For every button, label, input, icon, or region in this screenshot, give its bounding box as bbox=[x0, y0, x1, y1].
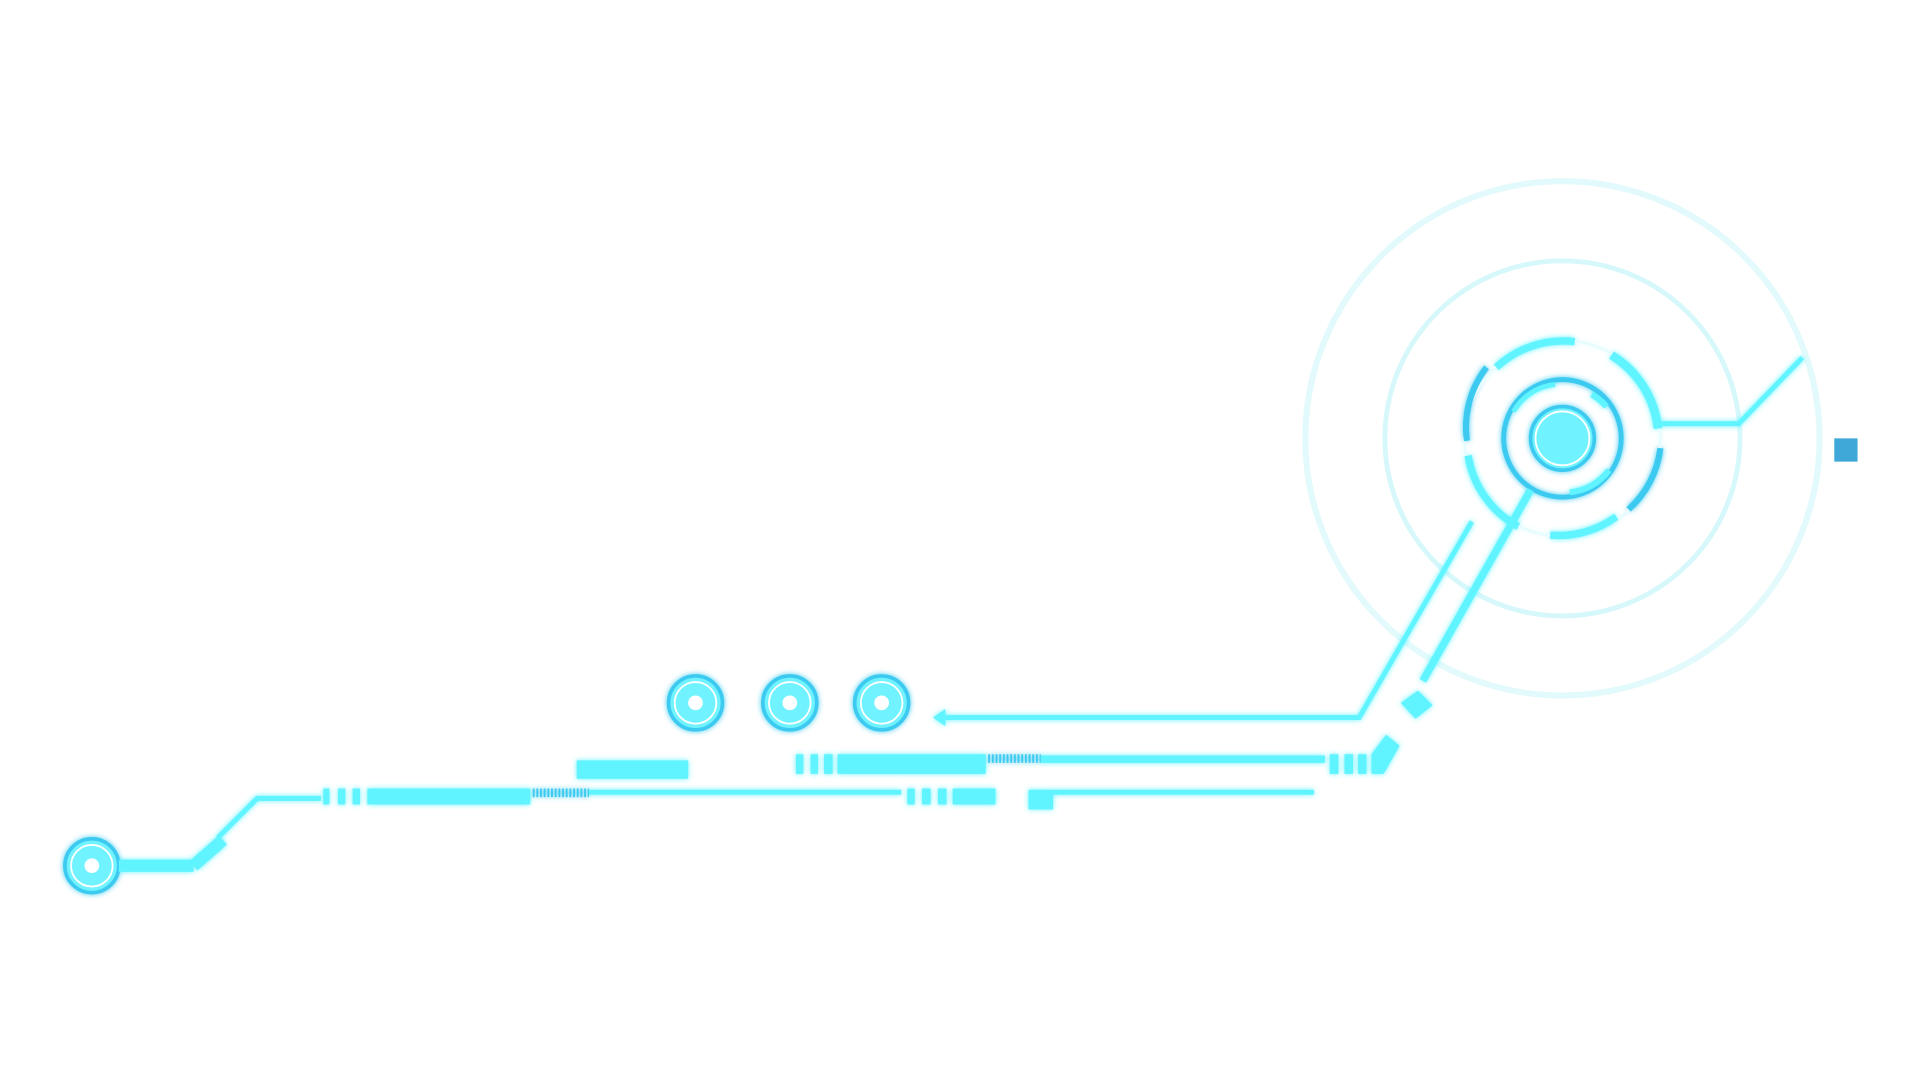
start-node-circle bbox=[63, 836, 121, 895]
diamond-marker bbox=[1400, 690, 1433, 719]
arrow-head-icon bbox=[933, 708, 946, 727]
circuit-bars bbox=[323, 734, 1400, 810]
diagonal-line bbox=[1419, 487, 1534, 683]
node-circle bbox=[852, 674, 911, 732]
square-marker bbox=[1834, 438, 1858, 462]
core-circle bbox=[1528, 404, 1597, 473]
node-circle bbox=[761, 674, 819, 732]
middle-ring bbox=[1382, 258, 1743, 619]
arrow-line bbox=[942, 520, 1474, 720]
inner-ring bbox=[1501, 377, 1624, 500]
outer-ring bbox=[1302, 178, 1823, 699]
right-connector-line bbox=[1660, 355, 1805, 427]
node-circle bbox=[666, 674, 725, 732]
